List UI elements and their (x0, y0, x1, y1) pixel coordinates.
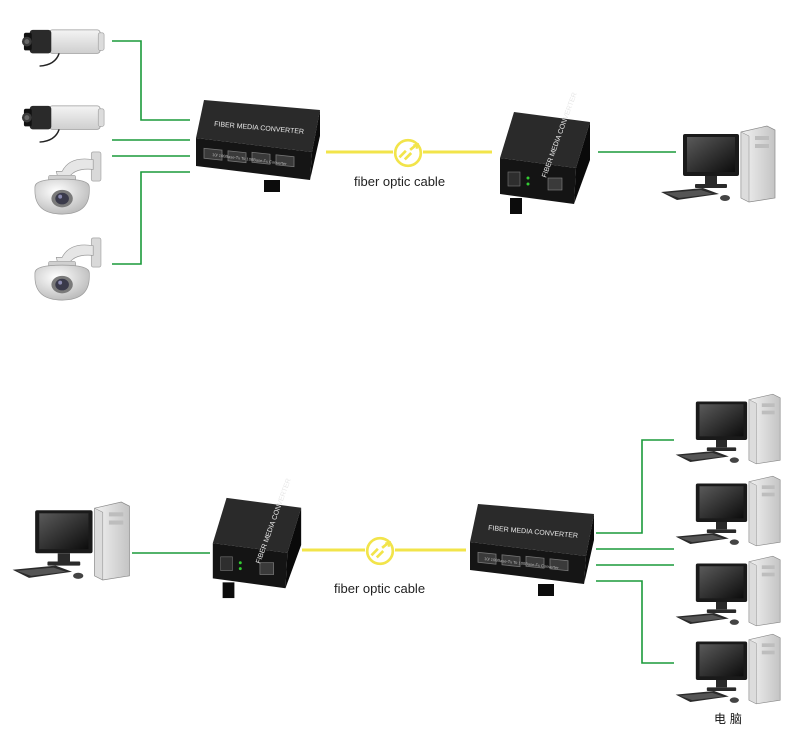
converter-1port-icon (212, 497, 302, 599)
bottom-diagram: FIBER MEDIA CONVERTER fiber optic cable … (12, 393, 781, 726)
bottom-converter-1port: FIBER MEDIA CONVERTER (212, 478, 302, 599)
converter-4port-icon (195, 99, 321, 193)
top-converter-4port: FIBER MEDIA CONVERTER 10/ 100Base-Tx To … (195, 99, 321, 193)
dome-camera-icon (34, 151, 102, 215)
ethernet-lines (112, 40, 190, 265)
desktop-computer-icon (660, 125, 776, 203)
fiber-cable-label: fiber optic cable (354, 174, 445, 189)
desktop-computer-icon (12, 501, 130, 581)
converter-1port-icon (499, 111, 591, 215)
desktop-computer-icon (675, 475, 781, 547)
desktop-computer-icon (675, 555, 781, 627)
desktop-computer-icon (675, 393, 781, 465)
computers-caption: 电 脑 (714, 712, 742, 726)
ethernet-lines (596, 439, 674, 664)
converter-4port-icon (469, 503, 595, 597)
desktop-computer-icon (675, 633, 781, 705)
fiber-cable-label: fiber optic cable (334, 581, 425, 596)
top-diagram: FIBER MEDIA CONVERTER 10/ 100Base-Tx To … (21, 29, 776, 301)
bottom-fiber-link (302, 535, 466, 566)
top-fiber-link (326, 137, 492, 168)
bottom-converter-4port: FIBER MEDIA CONVERTER 10/ 100Base-Tx To … (469, 503, 595, 597)
dome-camera-icon (34, 237, 102, 301)
box-camera-icon (21, 29, 105, 67)
top-converter-1port: FIBER MEDIA CONVERTER (499, 92, 591, 215)
box-camera-icon (21, 105, 105, 143)
